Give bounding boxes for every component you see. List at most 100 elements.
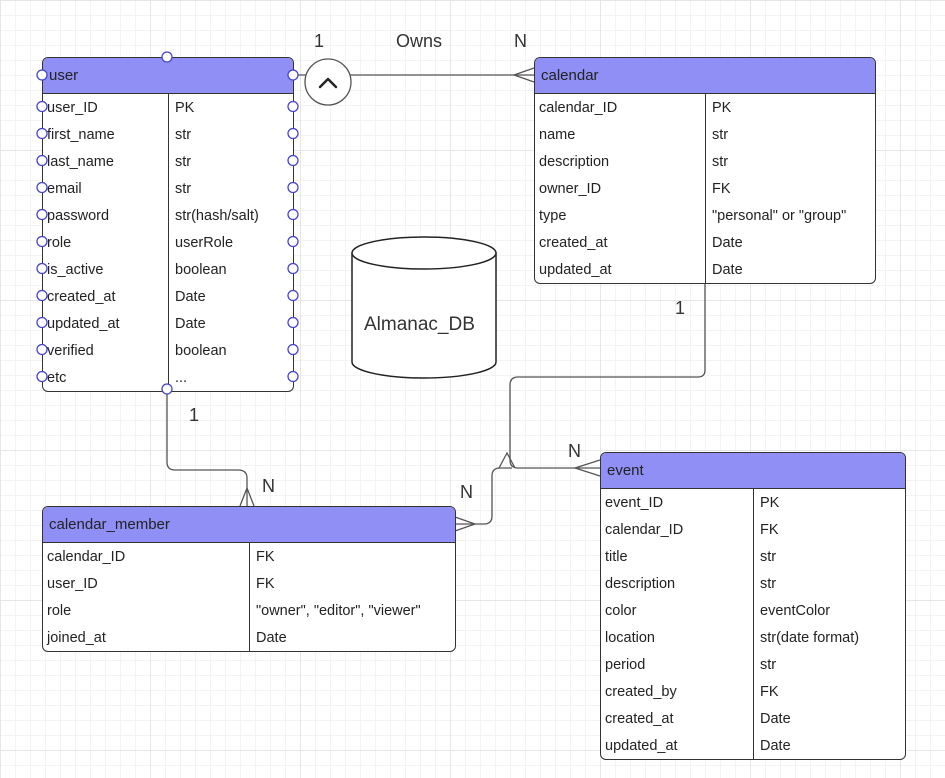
calendar-event-many-label: N <box>568 441 581 461</box>
table-row[interactable]: owner_ID FK <box>535 175 875 202</box>
field-name: updated_at <box>535 256 706 283</box>
field-name: user_ID <box>43 570 250 597</box>
user-table-header[interactable]: user <box>43 58 293 94</box>
event-table-header[interactable]: event <box>601 453 905 489</box>
field-type: boolean <box>175 342 227 359</box>
field-name: period <box>601 651 754 678</box>
field-type: FK <box>712 180 731 197</box>
field-type: str <box>175 153 192 170</box>
table-row[interactable]: first_name str <box>43 121 293 148</box>
calendar-member-table-title: calendar_member <box>49 516 170 533</box>
member-calendar-connector[interactable] <box>455 467 512 525</box>
field-type: str <box>712 153 729 170</box>
table-row[interactable]: user_ID FK <box>43 570 455 597</box>
calendar-member-table-header[interactable]: calendar_member <box>43 507 455 543</box>
calendar-member-many-label: N <box>460 482 473 502</box>
owns-crowfoot <box>512 67 535 83</box>
table-row[interactable]: calendar_ID FK <box>601 516 905 543</box>
table-row[interactable]: created_by FK <box>601 678 905 705</box>
field-type: ... <box>175 369 188 386</box>
table-row[interactable]: verified boolean <box>43 337 293 364</box>
field-name: is_active <box>43 256 169 283</box>
table-row[interactable]: calendar_ID PK <box>535 94 875 121</box>
field-name: location <box>601 624 754 651</box>
field-type: FK <box>760 683 779 700</box>
table-row[interactable]: created_at Date <box>535 229 875 256</box>
field-name: created_at <box>43 283 169 310</box>
database-cylinder[interactable] <box>351 236 497 379</box>
field-name: event_ID <box>601 489 754 516</box>
field-name: calendar_ID <box>601 516 754 543</box>
field-type: PK <box>760 494 780 511</box>
field-type: Date <box>712 234 743 251</box>
owns-relationship-node[interactable] <box>304 58 352 106</box>
user-member-many-label: N <box>262 476 275 496</box>
field-type: PK <box>175 99 195 116</box>
table-row[interactable]: last_name str <box>43 148 293 175</box>
calendar-table-title: calendar <box>541 67 599 84</box>
field-name: created_by <box>601 678 754 705</box>
field-name: role <box>43 229 169 256</box>
field-type: Date <box>760 737 791 754</box>
field-type: str <box>712 126 729 143</box>
table-row[interactable]: event_ID PK <box>601 489 905 516</box>
field-name: calendar_ID <box>535 94 706 121</box>
table-row[interactable]: etc... <box>43 364 293 391</box>
field-type: FK <box>760 521 779 538</box>
field-type: FK <box>256 575 275 592</box>
calendar-event-connector[interactable] <box>509 283 706 469</box>
field-name: password <box>43 202 169 229</box>
user-member-one-label: 1 <box>189 405 200 425</box>
owns-left-cardinality: 1 <box>314 31 325 51</box>
table-row[interactable]: role"owner", "editor", "viewer" <box>43 597 455 624</box>
field-name: title <box>601 543 754 570</box>
field-name: owner_ID <box>535 175 706 202</box>
field-name: verified <box>43 337 169 364</box>
user-member-connector[interactable] <box>166 389 248 506</box>
calendar-table-header[interactable]: calendar <box>535 58 875 94</box>
field-name: last_name <box>43 148 169 175</box>
field-type: PK <box>712 99 732 116</box>
field-type: str(date format) <box>760 629 860 646</box>
user-table-title: user <box>49 67 79 84</box>
table-row[interactable]: location str(date format) <box>601 624 905 651</box>
field-type: Date <box>256 629 287 646</box>
field-name: first_name <box>43 121 169 148</box>
table-row[interactable]: type"personal" or "group" <box>535 202 875 229</box>
event-table-title: event <box>607 462 644 479</box>
field-type: Date <box>712 261 743 278</box>
calendar-event-crowfoot <box>572 459 601 477</box>
table-row[interactable]: title str <box>601 543 905 570</box>
field-type: str <box>175 126 192 143</box>
field-type: str <box>760 575 777 592</box>
field-name: type <box>535 202 706 229</box>
field-name: created_at <box>535 229 706 256</box>
table-row[interactable]: period str <box>601 651 905 678</box>
field-type: str <box>760 656 777 673</box>
table-row[interactable]: updated_at Date <box>535 256 875 283</box>
field-type: str <box>760 548 777 565</box>
